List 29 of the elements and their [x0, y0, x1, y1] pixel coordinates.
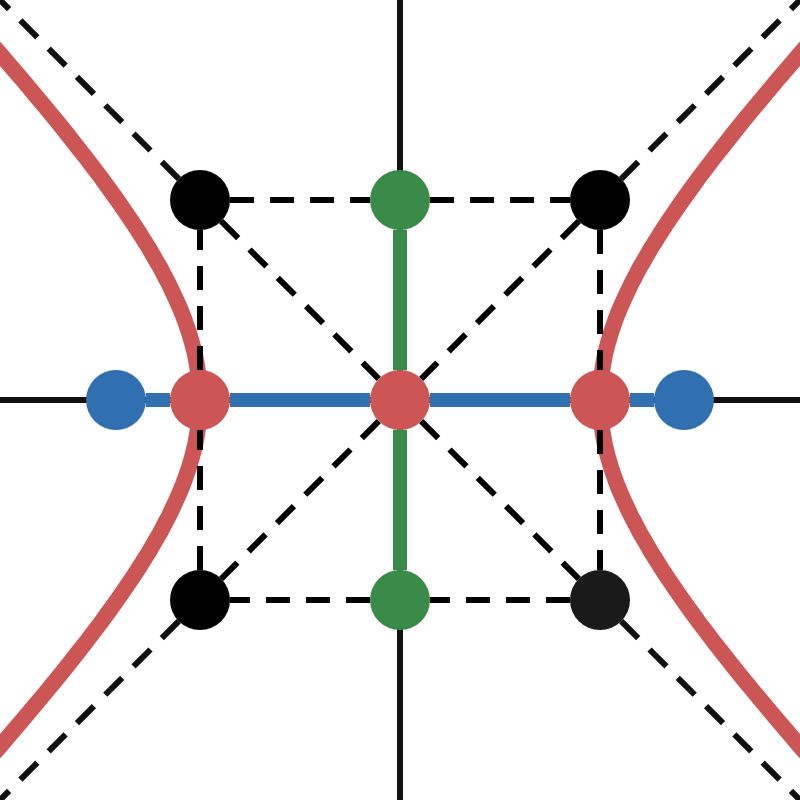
dashed-line [219, 419, 381, 581]
point-marker [370, 570, 430, 630]
dashed-line [430, 197, 570, 203]
dashed-line [219, 219, 381, 381]
point-marker [170, 570, 230, 630]
dashed-line [597, 230, 603, 370]
dashed-line [419, 419, 581, 581]
point-marker [654, 370, 714, 430]
dashed-line [197, 230, 203, 370]
line-segment [630, 393, 654, 407]
dashed-line [597, 430, 603, 570]
point-marker [570, 170, 630, 230]
point-marker [570, 370, 630, 430]
line-segment [393, 430, 407, 570]
dashed-line [230, 197, 370, 203]
point-marker [86, 370, 146, 430]
line-segment [146, 393, 170, 407]
line-segment [393, 230, 407, 370]
line-segment [430, 393, 570, 407]
point-marker [370, 370, 430, 430]
dashed-line [230, 597, 370, 603]
point-marker [170, 170, 230, 230]
dashed-line [197, 430, 203, 570]
dashed-line [419, 219, 581, 381]
point-marker [570, 570, 630, 630]
point-marker [170, 370, 230, 430]
line-segment [230, 393, 370, 407]
point-marker [370, 170, 430, 230]
dashed-line [430, 597, 570, 603]
